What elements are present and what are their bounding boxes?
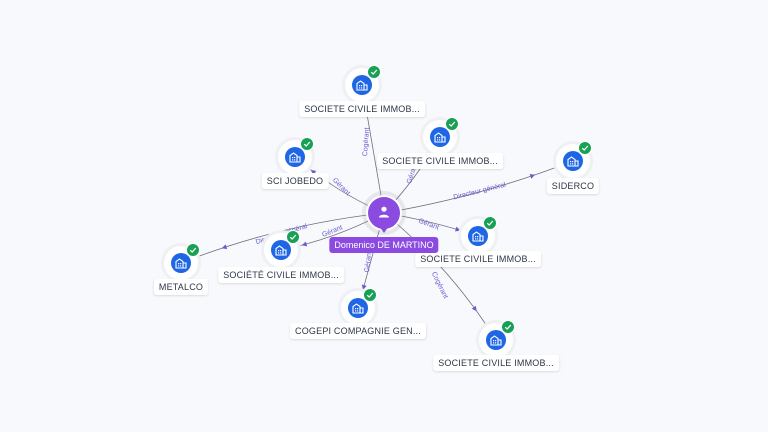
company-node[interactable] — [164, 243, 200, 280]
company-label[interactable]: COGEPI COMPAGNIE GEN... — [290, 323, 426, 339]
company-node[interactable] — [278, 137, 314, 174]
relation-arrow-icon — [301, 241, 308, 247]
relation-edge — [180, 212, 385, 264]
relation-edge — [383, 212, 497, 341]
verified-check-icon — [501, 320, 515, 334]
company-label[interactable]: SOCIETE CIVILE IMMOB... — [377, 153, 503, 169]
company-node[interactable] — [461, 216, 497, 253]
verified-check-icon — [363, 288, 377, 302]
company-node[interactable] — [264, 230, 300, 267]
company-label[interactable]: SOCIETE CIVILE IMMOB... — [299, 101, 425, 117]
relation-arrow-icon — [529, 174, 536, 179]
verified-check-icon — [367, 65, 381, 79]
company-icon — [468, 226, 488, 246]
verified-check-icon — [286, 230, 300, 244]
company-icon — [486, 330, 506, 350]
company-label[interactable]: SCI JOBEDO — [261, 173, 329, 189]
company-label[interactable]: METALCO — [153, 279, 209, 295]
relation-label: Cogérant — [430, 271, 449, 300]
company-label[interactable]: SOCIÉTÉ CIVILE IMMOB... — [218, 267, 344, 283]
relation-arrow-icon — [221, 244, 228, 250]
person-node[interactable] — [368, 197, 400, 229]
company-icon — [352, 75, 372, 95]
person-node-pin — [379, 226, 389, 233]
verified-check-icon — [483, 216, 497, 230]
person-icon — [379, 206, 389, 218]
company-icon — [271, 240, 291, 260]
verified-check-icon — [445, 117, 459, 131]
verified-check-icon — [186, 243, 200, 257]
company-node[interactable] — [556, 141, 592, 178]
company-label[interactable]: SOCIETE CIVILE IMMOB... — [433, 355, 559, 371]
company-node[interactable] — [423, 117, 459, 154]
company-node[interactable] — [479, 320, 515, 357]
relation-edge — [383, 160, 574, 214]
company-icon — [348, 298, 368, 318]
company-label[interactable]: SIDERCO — [546, 178, 600, 194]
relation-arrow-icon — [310, 169, 317, 175]
relation-arrow-icon — [361, 284, 367, 290]
relation-label: Directeur général — [453, 182, 507, 202]
company-node[interactable] — [345, 65, 381, 102]
relation-arrow-icon — [471, 305, 477, 312]
verified-check-icon — [578, 141, 592, 155]
relation-label: Gérant — [331, 177, 351, 197]
relation-label: Gérant — [417, 218, 440, 232]
company-icon — [563, 151, 583, 171]
company-node[interactable] — [341, 288, 377, 325]
relation-arrow-icon — [455, 226, 461, 232]
company-icon — [430, 127, 450, 147]
verified-check-icon — [300, 137, 314, 151]
relation-label: Gérant — [364, 251, 373, 273]
company-icon — [285, 147, 305, 167]
relation-label: Cogérant — [362, 127, 371, 156]
company-icon — [171, 253, 191, 273]
person-name-label[interactable]: Domenico DE MARTINO — [329, 237, 439, 253]
company-label[interactable]: SOCIETE CIVILE IMMOB... — [415, 251, 541, 267]
